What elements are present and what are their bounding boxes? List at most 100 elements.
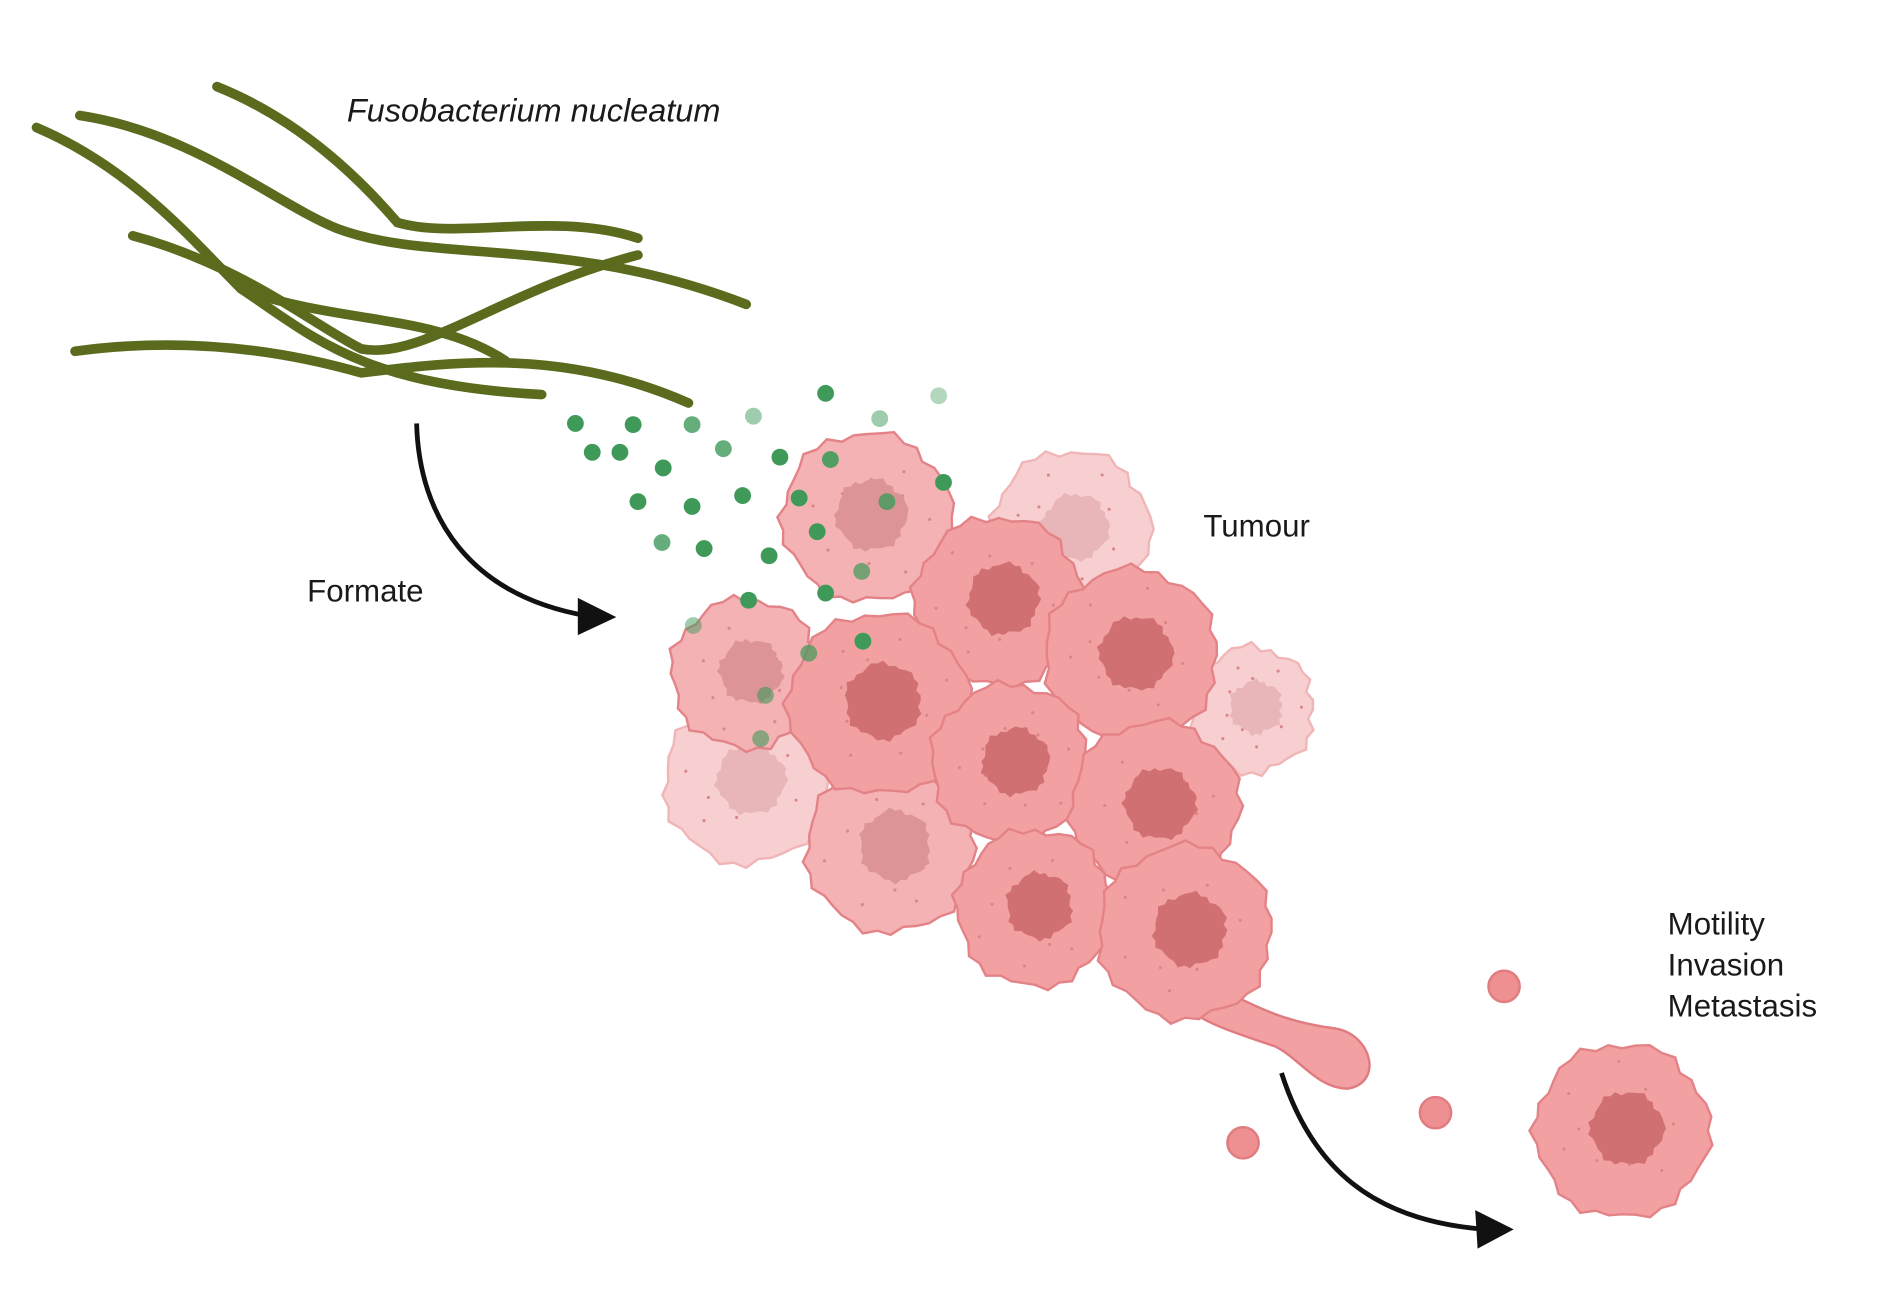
formate-dot	[583, 443, 601, 461]
formate-dot	[624, 416, 642, 434]
cell-texture-dot	[898, 637, 902, 642]
cell-texture-dot	[849, 753, 853, 757]
cell-texture-dot	[1240, 728, 1244, 732]
cell-texture-dot	[1100, 473, 1104, 477]
cell-fragment	[1226, 1125, 1260, 1160]
cell-texture-dot	[1251, 676, 1255, 681]
cell-texture-dot	[1671, 1122, 1676, 1126]
cell-texture-dot	[998, 637, 1002, 641]
cell-texture-dot	[1123, 955, 1127, 959]
cell-texture-dot	[711, 696, 715, 700]
cell-texture-dot	[1225, 713, 1229, 717]
cell-texture-dot	[735, 815, 739, 820]
cell-texture-dot	[1016, 513, 1020, 517]
fusobacterium-strands	[31, 81, 752, 408]
metastasis-arrowhead-icon	[1475, 1210, 1514, 1249]
cell-texture-dot	[1080, 577, 1084, 581]
cell-fragment	[1487, 969, 1521, 1004]
cell-texture-dot	[1567, 1092, 1571, 1096]
formate-dot	[853, 562, 871, 580]
cell-texture-dot	[777, 688, 782, 692]
cell-texture-dot	[1163, 620, 1168, 625]
cell-texture-dot	[822, 859, 826, 863]
formate-dot	[734, 487, 752, 505]
cell-texture-dot	[1107, 507, 1111, 511]
cell-nucleus	[859, 807, 931, 885]
cell-texture-dot	[904, 570, 908, 574]
cell-texture-dot	[925, 713, 929, 717]
tumour-label: Tumour	[1203, 509, 1310, 544]
cell-texture-dot	[860, 903, 864, 907]
cell-texture-dot	[1023, 803, 1027, 807]
cell-texture-dot	[1595, 1159, 1599, 1163]
bacterium-strand	[74, 110, 752, 310]
cell-texture-dot	[921, 802, 925, 806]
cell-texture-dot	[1112, 547, 1116, 551]
cell-texture-dot	[1070, 947, 1074, 951]
cell-texture-dot	[1577, 1127, 1581, 1131]
bacterium-strand	[127, 230, 643, 355]
formate-dot	[760, 547, 778, 565]
cell-texture-dot	[867, 561, 871, 566]
cell-texture-dot	[1097, 675, 1101, 679]
outcome-motility: Motility	[1668, 907, 1766, 942]
cell-texture-dot	[988, 554, 992, 558]
cell-texture-dot	[845, 829, 850, 833]
cell-texture-dot	[845, 719, 849, 723]
cell-texture-dot	[1067, 747, 1071, 751]
formate-dot	[695, 540, 713, 557]
cell-texture-dot	[1037, 505, 1041, 509]
cell-texture-dot	[899, 751, 903, 755]
cell-texture-dot	[1051, 603, 1056, 607]
formate-dot	[878, 493, 896, 511]
cell-texture-dot	[1088, 603, 1092, 607]
cell-texture-dot	[1644, 1087, 1648, 1092]
cell-fragment	[1418, 1095, 1453, 1130]
cell-texture-dot	[786, 754, 790, 758]
cell-texture-dot	[702, 819, 706, 823]
tumour-cell-cluster	[661, 430, 1714, 1219]
formate-arrowhead-icon	[577, 597, 617, 636]
cell-nucleus	[713, 743, 789, 816]
cell-texture-dot	[1046, 473, 1050, 477]
formate-dot	[808, 523, 826, 541]
cell-nucleus	[1151, 890, 1228, 969]
cell-texture-dot	[794, 798, 798, 802]
bacterium-strand	[212, 81, 643, 243]
cell-nucleus	[1005, 870, 1074, 942]
cell-nucleus	[1121, 768, 1199, 841]
formate-label: Formate	[307, 573, 423, 608]
cell-texture-dot	[1276, 669, 1280, 673]
cell-texture-dot	[1660, 1168, 1664, 1173]
cell-texture-dot	[1180, 661, 1185, 665]
cell-texture-dot	[1127, 688, 1131, 692]
detached-cell-fragments	[1226, 969, 1521, 1160]
formate-dot	[654, 459, 672, 477]
formate-dot	[935, 473, 952, 491]
cell-nucleus	[980, 726, 1051, 798]
cell-texture-dot	[826, 548, 830, 552]
formate-dot	[752, 730, 770, 748]
cell-nucleus	[1096, 616, 1175, 691]
cell-texture-dot	[1562, 1147, 1566, 1151]
bacterium-strand	[70, 340, 694, 408]
cell-texture-dot	[1031, 711, 1035, 715]
formate-dot	[871, 410, 889, 428]
cell-texture-dot	[701, 659, 705, 663]
formate-dot	[817, 384, 835, 402]
cell-texture-dot	[1221, 737, 1225, 741]
cell-texture-dot	[977, 935, 981, 939]
formate-dot	[566, 415, 584, 432]
formate-dot	[930, 387, 948, 405]
cell-texture-dot	[1299, 705, 1303, 709]
cell-texture-dot	[1161, 888, 1165, 892]
cell-texture-dot	[902, 470, 906, 474]
cell-protrusion	[1189, 984, 1371, 1090]
formate-dot	[790, 489, 808, 507]
cell-texture-dot	[1279, 725, 1283, 729]
cell-texture-dot	[1048, 942, 1052, 946]
cell-texture-dot	[966, 650, 970, 654]
cell-texture-dot	[706, 795, 710, 800]
cell-nucleus	[844, 660, 922, 742]
